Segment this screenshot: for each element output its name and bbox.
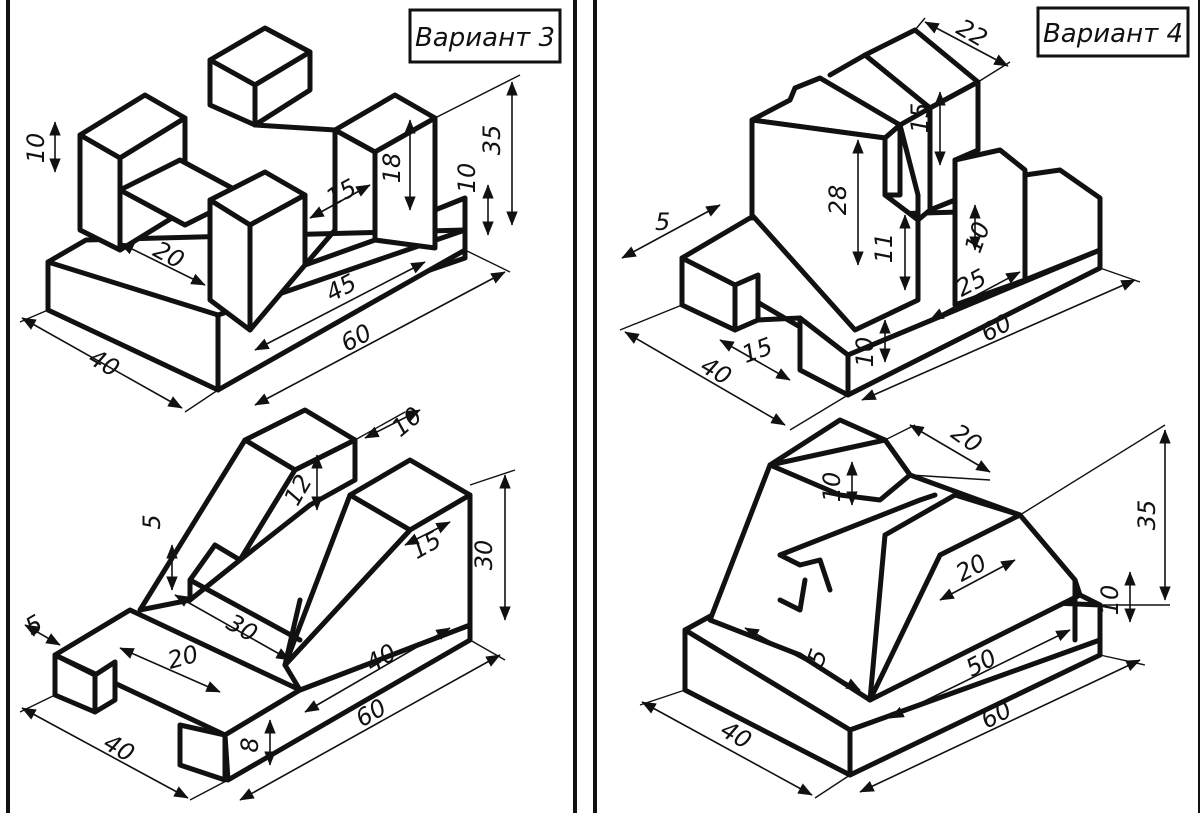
dim-label: 18	[378, 153, 406, 184]
dim-label: 11	[870, 233, 898, 264]
dim-label: 40	[99, 728, 139, 768]
dim-label: 10	[851, 337, 879, 368]
dim-label: 15	[321, 173, 361, 212]
dim-label: 15	[906, 103, 934, 134]
variant-4-bottom-part: 20 10 35 20 10 5 50 40	[639, 417, 1171, 799]
variant-4-panel: Вариант 4 22	[593, 0, 1200, 813]
v4-bottom-dimensions: 20 10 35 20 10 5 50 40	[639, 418, 1171, 799]
variant-4-title-box	[1036, 6, 1190, 58]
dim-label: 10	[818, 472, 846, 503]
v3-bottom-dimensions: 10 12 5 15 30 30 5 20 40 8	[19, 401, 516, 801]
dim-label: 10	[1096, 585, 1124, 616]
dim-label: 5	[655, 208, 670, 236]
dim-label: 20	[946, 418, 987, 458]
dim-label: 28	[824, 185, 852, 216]
variant-4-top-part: 22 15 5 28 11 10 25 60 10 15	[619, 13, 1141, 431]
dim-label: 10	[386, 401, 427, 442]
dim-label: 60	[336, 318, 376, 357]
variant-3-title: Вариант 3	[415, 23, 555, 53]
dim-label: 40	[696, 351, 736, 391]
variant-4-title: Вариант 4	[1043, 19, 1183, 49]
dim-label: 22	[952, 13, 992, 53]
dim-label: 35	[1133, 500, 1161, 531]
dim-label: 10	[453, 163, 481, 194]
dim-label: 5	[138, 514, 166, 529]
dim-label: 10	[22, 133, 50, 164]
variant-3-bottom-part: 10 12 5 15 30 30 5 20 40 8	[19, 401, 516, 801]
dim-label: 30	[470, 540, 498, 571]
dim-label: 8	[236, 737, 264, 752]
dim-label: 15	[738, 332, 776, 369]
dim-label: 40	[84, 343, 124, 383]
variant-3-top-part: 10 20 15 18 35 10 45 40 60	[19, 25, 521, 413]
variant-3-panel: Вариант 3	[6, 0, 577, 813]
dim-label: 35	[478, 125, 506, 156]
variant-3-title-box	[408, 8, 562, 64]
